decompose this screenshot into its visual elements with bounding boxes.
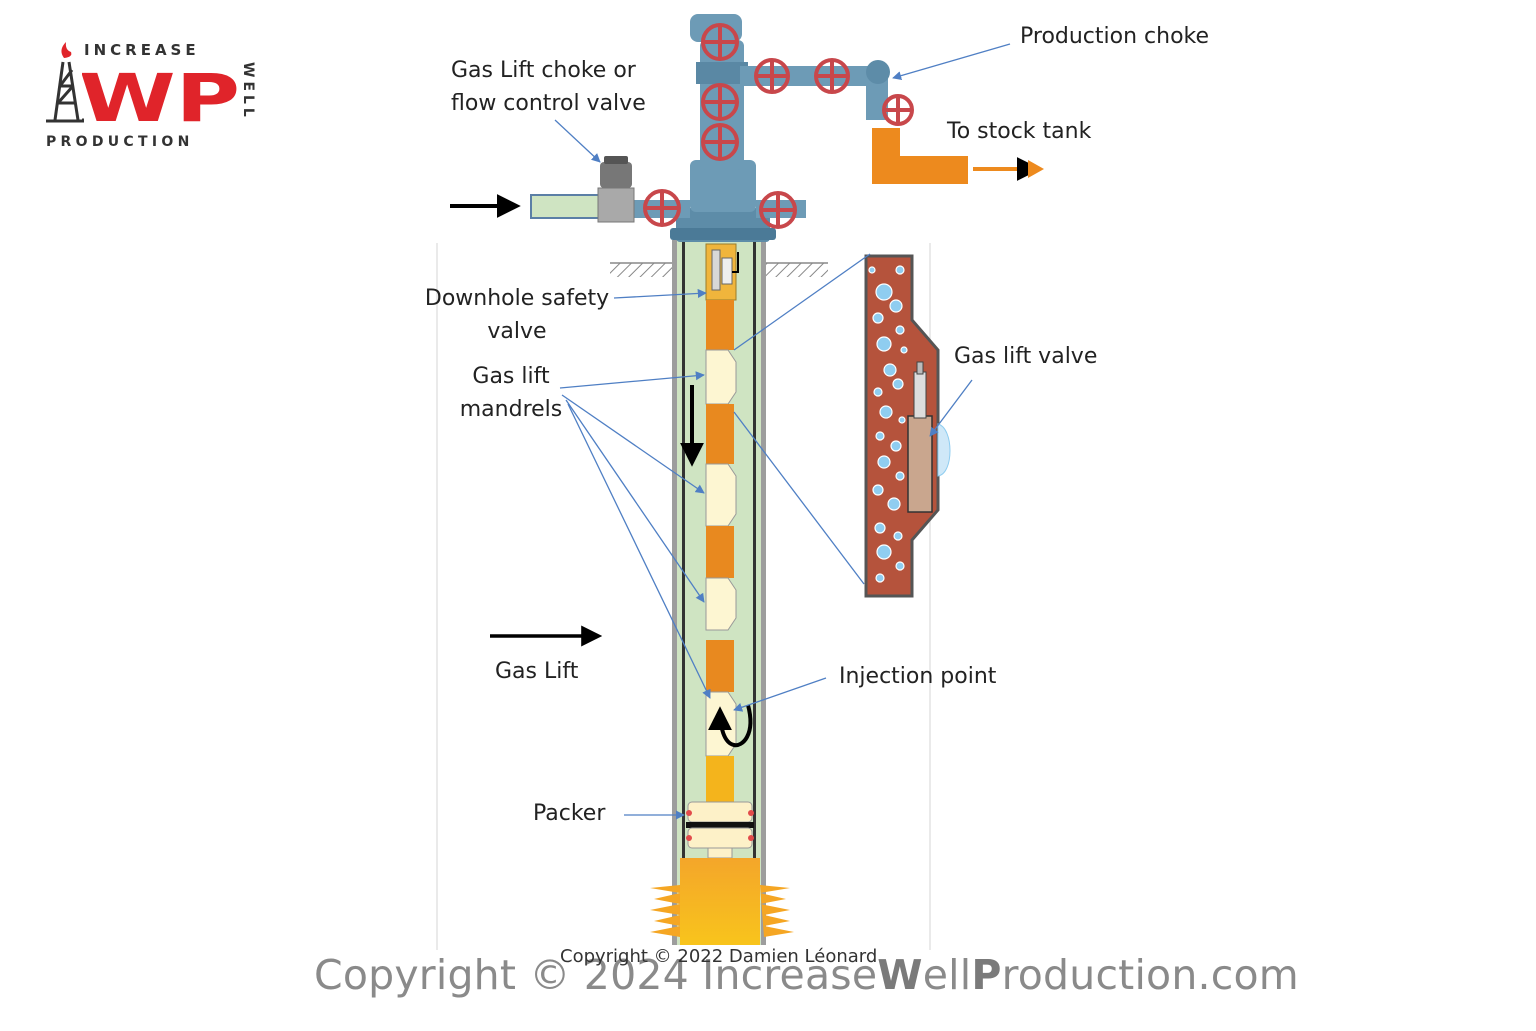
gas-lift-choke-label: Gas Lift choke or flow control valve xyxy=(451,54,646,120)
stock-tank-label: To stock tank xyxy=(947,119,1092,144)
gas-lift-inlet xyxy=(530,156,635,223)
packer-label: Packer xyxy=(533,801,606,826)
perforation-zone xyxy=(650,858,794,945)
gas-lift-valve-detail xyxy=(864,254,951,598)
injection-point-label: Injection point xyxy=(839,664,997,689)
downhole-safety-valve-label: Downhole safety valve xyxy=(422,282,612,348)
ground-left xyxy=(610,263,672,277)
copyright-p: P xyxy=(971,951,1002,999)
packer xyxy=(686,801,754,859)
mandrel-3 xyxy=(705,577,737,631)
gas-lift-mandrels-label: Gas lift mandrels xyxy=(452,360,570,426)
gas-lift-choke-label-line2: flow control valve xyxy=(451,91,646,116)
mandrels-label-line2: mandrels xyxy=(459,397,563,422)
mandrel-2 xyxy=(705,463,737,527)
pointer-lines xyxy=(554,43,1011,820)
copyright-w: W xyxy=(877,951,923,999)
ground-right xyxy=(766,263,828,277)
company-logo: INCREASE IWP WELL PRODUCTION xyxy=(46,41,256,150)
logo-top-text: INCREASE xyxy=(84,41,200,59)
author-copyright: Copyright © 2022 Damien Léonard xyxy=(560,946,878,967)
injection-curve-arrow xyxy=(708,704,753,748)
copyright-ell: ell xyxy=(922,951,972,999)
tubing-string xyxy=(705,243,739,802)
logo-flame-icon xyxy=(61,42,72,58)
site-copyright-watermark: Copyright © 2024 IncreaseWellProduction.… xyxy=(314,951,1299,999)
wellhead-valves xyxy=(643,23,914,229)
stock-tank-pipe xyxy=(872,128,968,184)
mandrels-label-line1: Gas lift xyxy=(472,364,550,389)
downhole-safety-label-line1: Downhole safety xyxy=(424,286,610,311)
gas-lift-valve-label: Gas lift valve xyxy=(954,344,1098,369)
copyright-suffix: roduction.com xyxy=(1001,951,1299,999)
production-choke-label: Production choke xyxy=(1020,24,1210,49)
downhole-safety-label-line2: valve xyxy=(487,319,547,344)
logo-bottom-text: PRODUCTION xyxy=(46,134,194,150)
gas-lift-label: Gas Lift xyxy=(495,659,579,684)
gas-lift-choke-label-line1: Gas Lift choke or xyxy=(451,58,636,83)
logo-side-text: WELL xyxy=(240,62,256,121)
copyright-prefix: Copyright © 2024 Increase xyxy=(314,951,878,999)
mandrel-1 xyxy=(705,349,737,405)
derrick-icon-front xyxy=(46,61,84,123)
gas-bubbles xyxy=(868,265,908,583)
